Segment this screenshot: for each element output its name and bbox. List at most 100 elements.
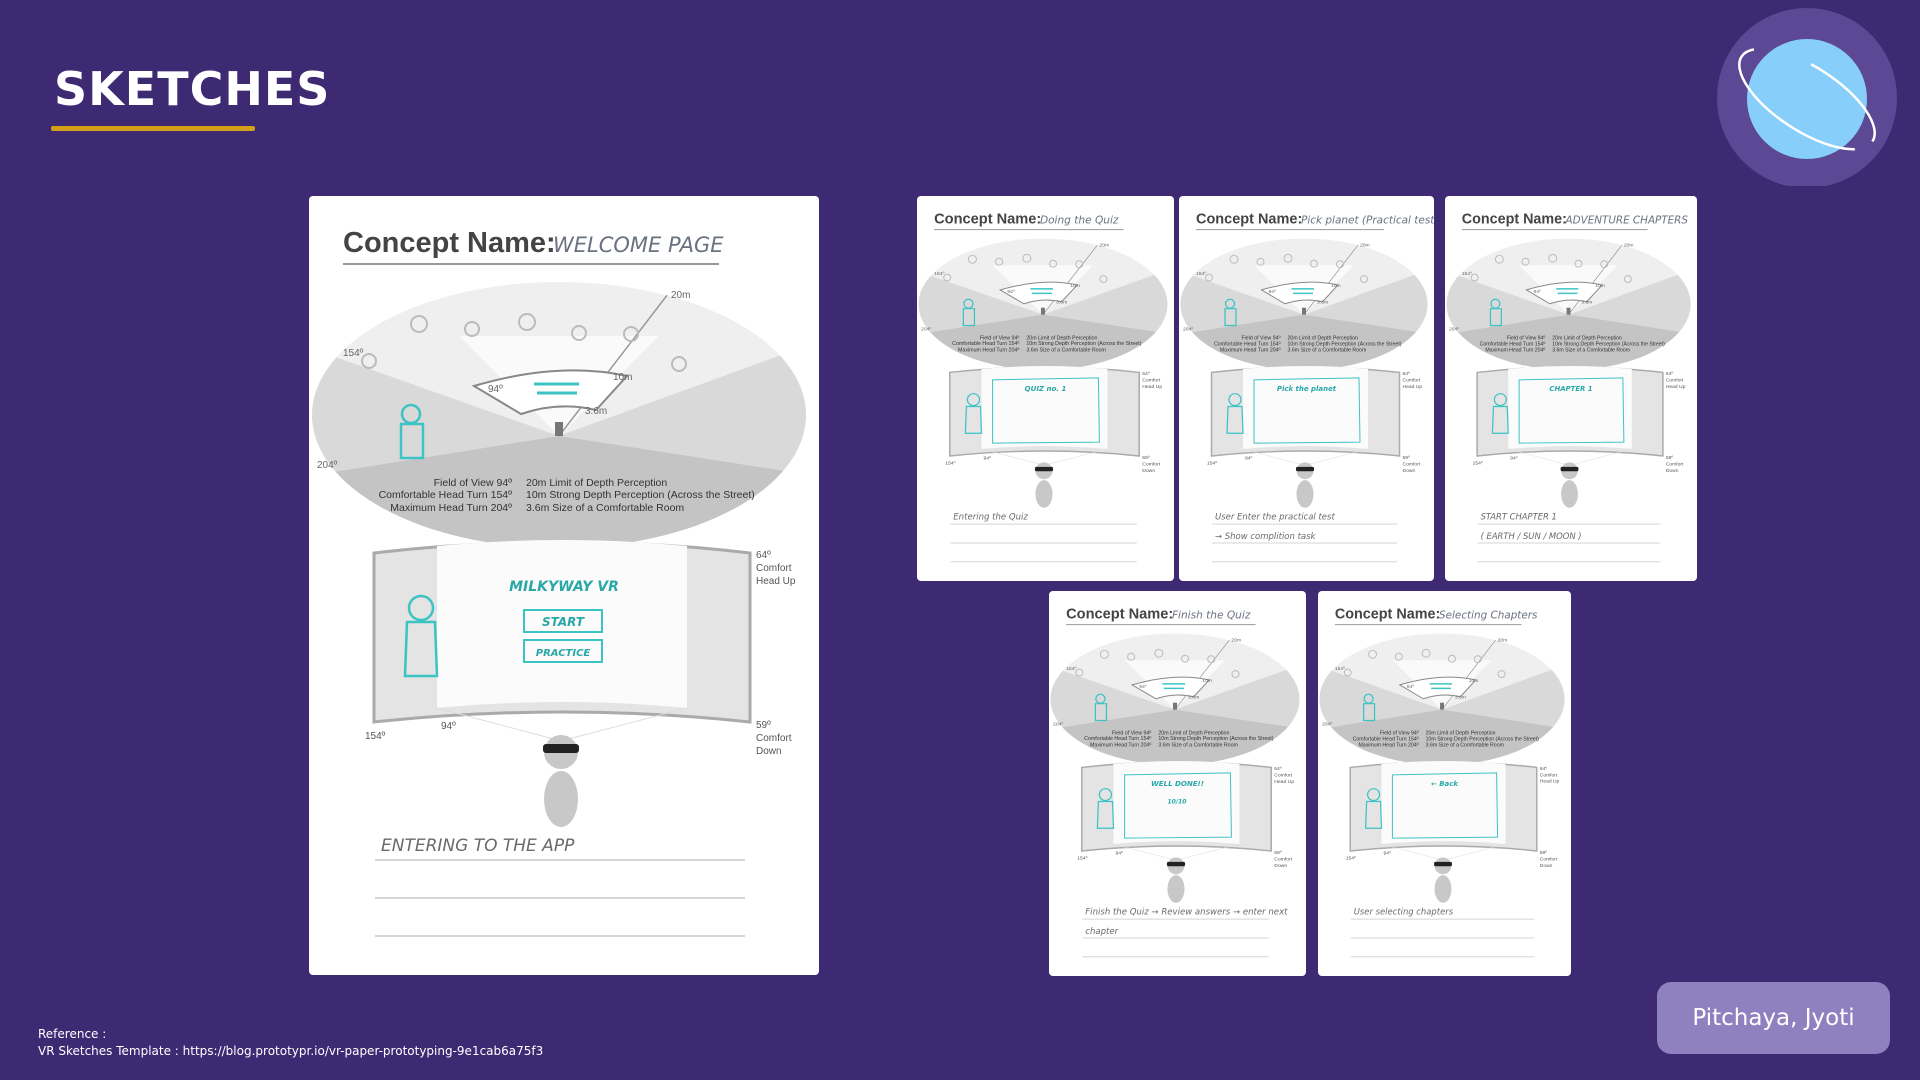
head-up-label-2: Head Up [1540,779,1560,785]
head-up-label-1: Comfort [1403,377,1421,383]
angle-204-label: 204º [921,326,931,332]
distance-20m-label: 20m [1498,637,1508,643]
distance-10m-label: 10m [1202,678,1212,684]
angle-204-label: 204º [1053,721,1063,727]
max-left-text: Maximum Head Turn 204º [1220,348,1281,354]
concept-name-value: ADVENTURE CHAPTERS [1565,215,1689,227]
vr-screen: CHAPTER 1 [1476,366,1664,466]
concept-name-value: Pick planet (Practical tests) [1301,215,1434,227]
down-label-2: Down [1540,863,1553,869]
down-degree: 59º [1540,850,1548,856]
max-left-text: Maximum Head Turn 204º [1358,743,1418,749]
concept-name-label: Concept Name: [1462,212,1567,228]
screen-154-label: 154º [945,460,955,466]
head-up-label-2: Head Up [1274,779,1294,785]
distance-20m-label: 20m [1231,637,1241,643]
reference-link[interactable]: VR Sketches Template : https://blog.prot… [38,1044,544,1058]
head-up-label-1: Comfort [756,563,792,574]
page-title: SKETCHES [54,62,331,116]
concept-name-label: Concept Name: [934,212,1041,228]
down-label-1: Comfort [1274,856,1293,862]
screen-154-label: 154º [1077,855,1087,861]
comfort-left-text: Comfortable Head Turn 154º [379,489,513,501]
max-left-text: Maximum Head Turn 204º [1090,743,1151,749]
angle-94-label: 94º [488,384,503,395]
sketch-card-doing-quiz: Concept Name: Doing the Quiz 154º 204º 9… [917,196,1174,581]
angle-94-label: 94º [1139,684,1147,690]
head-up-degree: 64º [1666,371,1673,377]
screen-94-label: 94º [984,455,992,461]
head-up-degree: 64º [756,550,771,561]
sketch-card-finish-quiz: Concept Name: Finish the Quiz 154º 204º … [1049,591,1306,976]
comfort-left-text: Comfortable Head Turn 154º [1214,341,1281,347]
head-up-label-1: Comfort [1666,377,1684,383]
max-left-text: Maximum Head Turn 204º [1485,348,1545,354]
fov-left-text: Field of View 94º [1241,335,1280,341]
astronaut-sketch [962,298,976,327]
max-right-text: 3.6m Size of a Comfortable Room [1026,348,1106,354]
distance-20m-label: 20m [1624,242,1634,248]
max-left-text: Maximum Head Turn 204º [958,348,1019,354]
screen-154-label: 154º [1346,855,1356,861]
screen-title: CHAPTER 1 [1549,385,1592,393]
screen-154-label: 154º [1473,460,1483,466]
fov-left-text: Field of View 94º [434,477,513,489]
distance-36m-label: 3.6m [1455,695,1466,701]
screen-title: MILKYWAY VR [509,579,619,595]
max-right-text: 3.6m Size of a Comfortable Room [1552,348,1630,354]
down-label-2: Down [1666,468,1679,474]
note-line-1: ENTERING TO THE APP [381,836,575,856]
concept-name-label: Concept Name: [1335,607,1440,623]
viewer-figure [543,735,579,827]
head-up-degree: 64º [1142,371,1150,377]
angle-204-label: 204º [1322,721,1332,727]
down-degree: 59º [1666,455,1673,461]
down-label-2: Down [756,746,782,757]
note-line-1: Finish the Quiz → Review answers → enter… [1085,907,1288,917]
screen-button-2: PRACTICE [536,648,591,659]
astronaut-sketch [1224,298,1237,327]
vr-screen: WELL DONE!! 10/10 [1080,761,1272,861]
down-degree: 59º [1403,455,1411,461]
astronaut-sketch [1363,693,1376,722]
screen-button-1: START [542,615,585,629]
screen-154-label: 154º [1207,460,1217,466]
sketch-card-adventure-chapters: Concept Name: ADVENTURE CHAPTERS 154º 20… [1445,196,1697,581]
head-up-label-2: Head Up [756,576,796,587]
viewer-figure [1034,462,1054,508]
max-right-text: 3.6m Size of a Comfortable Room [1158,743,1238,749]
vr-screen: Pick the planet [1210,366,1401,466]
distance-10m-label: 10m [613,372,632,383]
head-up-label-1: Comfort [1274,772,1293,778]
screen-94-label: 94º [1510,455,1517,461]
sketch-card-welcome-page: Concept Name: WELCOME PAGE 154º 204º 94º… [309,196,819,975]
down-degree: 59º [756,720,771,731]
comfort-left-text: Comfortable Head Turn 154º [1084,736,1151,742]
concept-name-value: Selecting Chapters [1439,610,1538,622]
field-of-view-map [1050,633,1300,765]
fov-right-text: 20m Limit of Depth Perception [1426,730,1496,736]
fov-right-text: 20m Limit of Depth Perception [1288,335,1359,341]
down-label-2: Down [1403,468,1416,474]
down-label-1: Comfort [756,733,792,744]
vr-screen: MILKYWAY VR START PRACTICE [372,540,752,742]
angle-94-label: 94º [1407,684,1415,690]
vr-sketch-diagram: Concept Name: Selecting Chapters 154º 20… [1319,607,1565,958]
angle-204-label: 204º [1449,326,1459,332]
fov-left-text: Field of View 94º [1112,730,1152,736]
down-label-1: Comfort [1142,461,1161,467]
vr-screen: QUIZ no. 1 [948,366,1140,466]
down-label-2: Down [1142,468,1155,474]
comfort-right-text: 10m Strong Depth Perception (Across the … [1158,736,1273,742]
planet-icon [1717,8,1897,186]
fov-left-text: Field of View 94º [980,335,1020,341]
vr-sketch-diagram: Concept Name: Pick planet (Practical tes… [1180,212,1434,563]
screen-94-label: 94º [1116,850,1124,856]
down-label-2: Down [1274,863,1287,869]
screen-title: Pick the planet [1277,385,1337,393]
head-up-degree: 64º [1403,371,1411,377]
concept-name-value: Doing the Quiz [1040,215,1119,227]
angle-154-label: 154º [1196,271,1206,277]
vr-sketch-diagram: Concept Name: WELCOME PAGE 154º 204º 94º… [312,227,806,937]
author-badge: Pitchaya, Jyoti [1657,982,1890,1054]
